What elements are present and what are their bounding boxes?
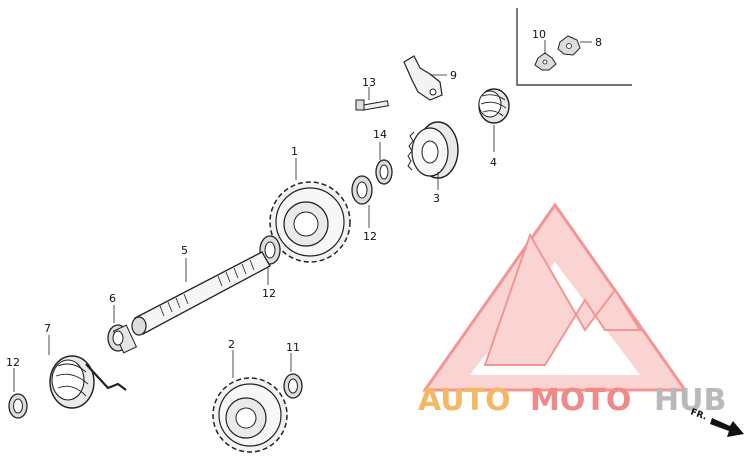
watermark-text: AUTO MOTO HUB [418,383,726,418]
label-part-12-middle: 12 [262,287,276,300]
part-labels: 1 2 3 4 5 6 7 8 9 10 11 12 12 12 13 14 [6,28,602,369]
part-12-washer-left [8,368,28,419]
label-part-12-right: 12 [363,230,377,243]
label-part-14: 14 [373,128,387,141]
label-part-3: 3 [433,192,440,205]
part-9-plate [403,55,447,101]
watermark-logo [422,202,688,392]
label-part-2: 2 [228,338,235,351]
label-part-1: 1 [291,145,298,158]
part-2-gear [212,350,288,453]
part-13-bolt [355,87,389,111]
front-arrow-icon [710,418,744,437]
part-7-spring [48,335,127,409]
label-part-10: 10 [532,28,546,41]
label-part-6: 6 [109,292,116,305]
part-12-washer-right [351,175,373,228]
label-part-11: 11 [286,341,300,354]
watermark-moto: MOTO [530,383,631,418]
part-3-ratchet [407,121,459,190]
inset-box [516,8,632,86]
watermark-auto: AUTO [418,383,511,418]
part-1-gear [269,158,351,263]
label-part-12-left: 12 [6,356,20,369]
label-part-7: 7 [44,322,51,335]
part-5-shaft [131,251,271,336]
part-6-bushing [107,305,138,354]
part-10-washer [534,40,557,71]
part-14-washer [375,142,393,185]
label-part-5: 5 [181,244,188,257]
part-8-washer [557,35,592,56]
label-part-13: 13 [362,76,376,89]
part-11-washer [283,353,303,399]
label-part-4: 4 [490,156,497,169]
watermark-hub: HUB [654,383,726,418]
label-part-8: 8 [595,36,602,49]
part-4-collar [478,88,510,152]
label-part-9: 9 [450,69,457,82]
